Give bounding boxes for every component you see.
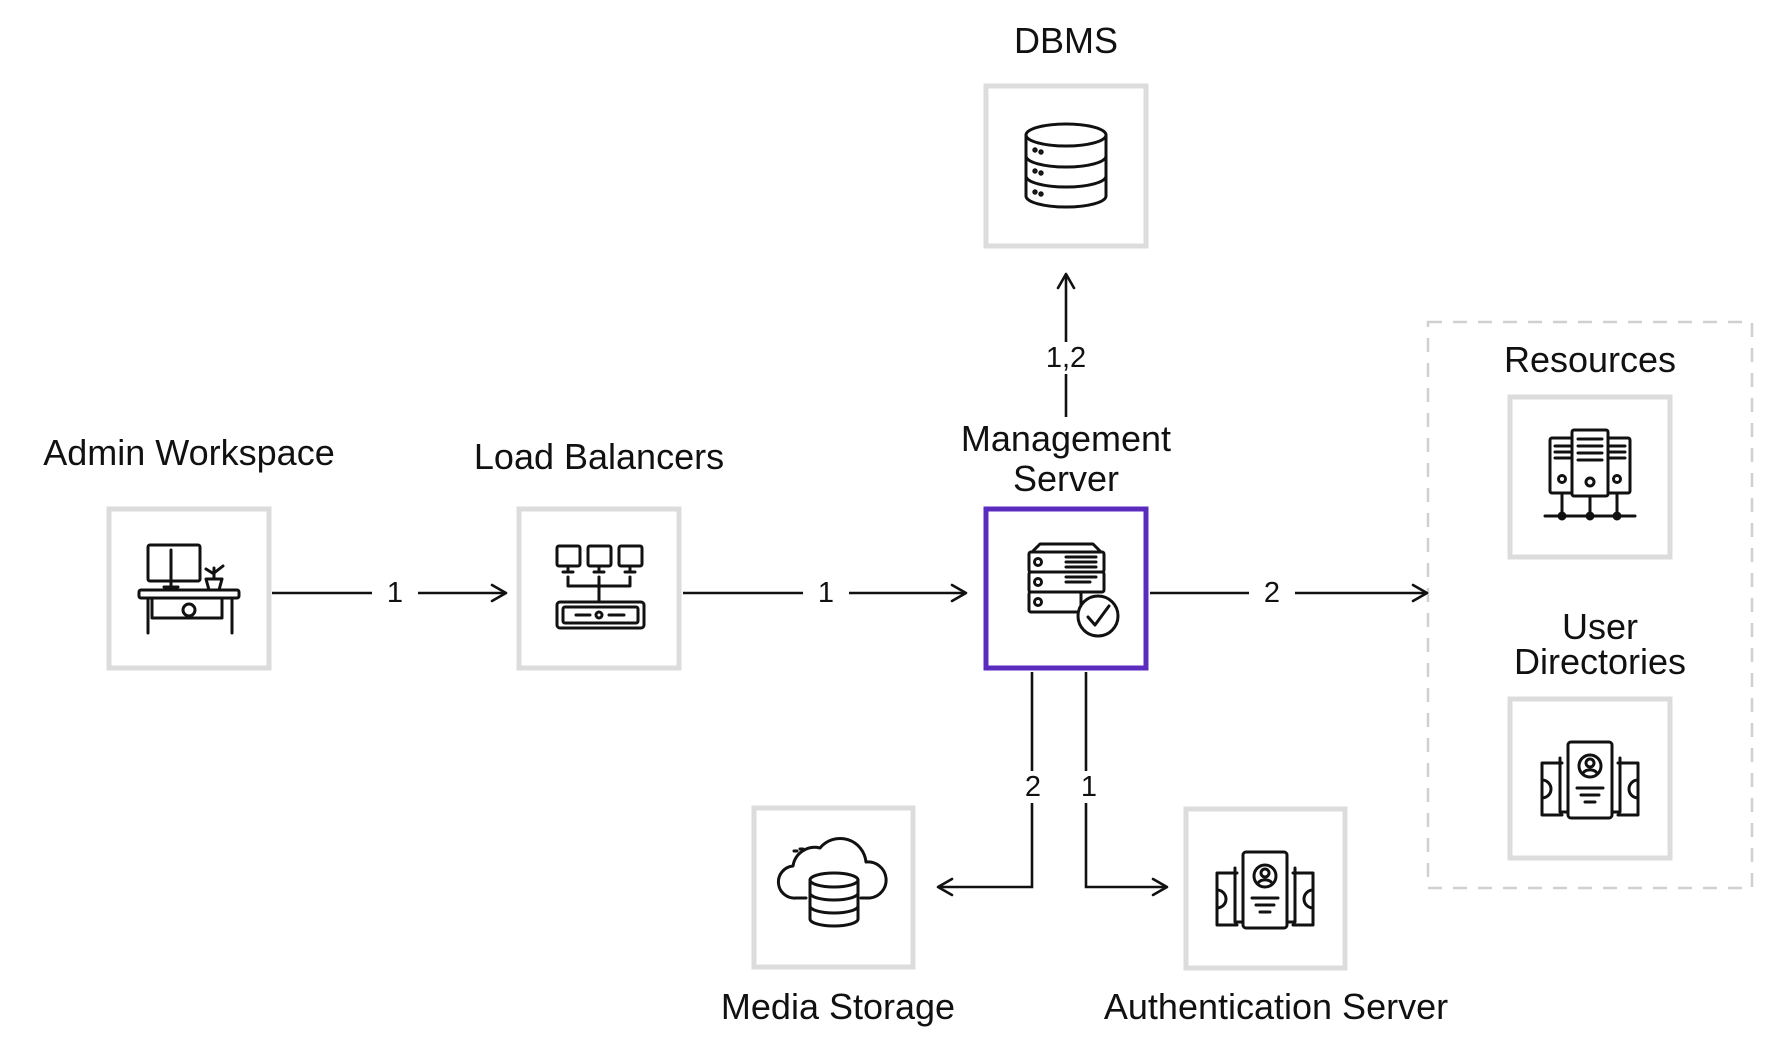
management-server-label: Management Server bbox=[960, 418, 1172, 499]
user-directories-label: User Directories bbox=[1513, 606, 1687, 682]
edge-label-admin-to-lb: 1 bbox=[372, 577, 418, 609]
edge-label-mgmt-to-media: 2 bbox=[1010, 771, 1056, 803]
server-rack-icon bbox=[1543, 428, 1637, 521]
edge-label-mgmt-to-resources: 2 bbox=[1249, 577, 1295, 609]
server-check-icon bbox=[1027, 542, 1120, 638]
management-server-box[interactable] bbox=[983, 506, 1149, 671]
edge-mgmt-to-auth bbox=[1084, 672, 1169, 897]
network-switch-icon bbox=[555, 544, 646, 630]
user-cards-icon bbox=[1215, 850, 1315, 930]
edge-mgmt-to-media bbox=[936, 672, 1034, 897]
desk-computer-icon bbox=[137, 543, 241, 635]
edge-label-mgmt-to-dbms: 1,2 bbox=[1036, 342, 1096, 374]
media-storage-label: Media Storage bbox=[720, 986, 956, 1027]
load-balancers-label: Load Balancers bbox=[473, 436, 725, 477]
database-icon bbox=[1024, 122, 1108, 209]
dbms-label: DBMS bbox=[1013, 20, 1118, 61]
admin-workspace-label: Admin Workspace bbox=[43, 432, 335, 473]
cloud-database-icon bbox=[777, 837, 888, 928]
resources-label: Resources bbox=[1503, 339, 1677, 380]
user-cards-icon bbox=[1540, 740, 1640, 820]
edge-label-lb-to-mgmt: 1 bbox=[803, 577, 849, 609]
resources-group-border bbox=[1426, 320, 1754, 890]
edge-label-mgmt-to-auth: 1 bbox=[1066, 771, 1112, 803]
authentication-server-label: Authentication Server bbox=[1103, 986, 1449, 1027]
